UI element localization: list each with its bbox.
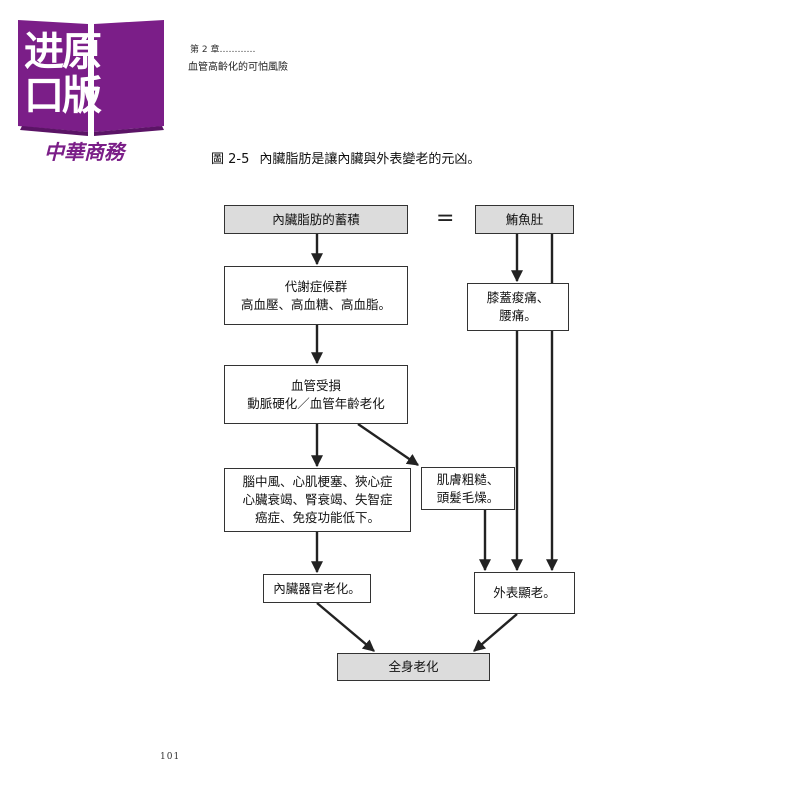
node-skin: 肌膚粗糙、 頭髮毛燥。: [421, 467, 515, 510]
node-text: 頭髮毛燥。: [436, 489, 500, 505]
node-whole-body: 全身老化: [337, 653, 490, 681]
node-text: 內臟脂肪的蓄積: [272, 211, 360, 227]
publisher-logo: 进原 口版: [16, 14, 166, 142]
node-knee: 膝蓋痠痛、 腰痛。: [467, 283, 569, 331]
node-text: 外表顯老。: [493, 585, 556, 600]
arrow-organ-to-whole: [316, 602, 375, 652]
arrow-vascular-to-skin: [357, 423, 419, 466]
figure-number: 圖 2-5: [211, 152, 250, 167]
node-text: 心臟衰竭、腎衰竭、失智症: [242, 492, 393, 507]
page-number: 101: [160, 752, 181, 762]
equals-sign: =: [436, 206, 455, 231]
node-text: 高血壓、高血糖、高血脂。: [240, 296, 391, 312]
node-visceral-fat: 內臟脂肪的蓄積: [224, 205, 408, 234]
node-text: 內臟器官老化。: [273, 580, 361, 596]
logo-subtitle: 中華商務: [44, 140, 124, 164]
open-book-icon: [18, 20, 164, 136]
node-text: 腦中風、心肌梗塞、狹心症: [242, 474, 393, 489]
node-belly: 鮪魚肚: [475, 205, 574, 234]
node-appearance: 外表顯老。: [474, 572, 575, 614]
node-text: 腰痛。: [499, 308, 537, 323]
logo-text-bottom: 口版: [24, 72, 102, 119]
figure-caption-text: 內臟脂肪是讓內臟與外表變老的元凶。: [259, 152, 481, 167]
figure-caption: 圖 2-5 內臟脂肪是讓內臟與外表變老的元凶。: [211, 148, 480, 167]
node-diseases: 腦中風、心肌梗塞、狹心症 心臟衰竭、腎衰竭、失智症 癌症、免疫功能低下。: [224, 468, 411, 532]
node-text: 動脈硬化／血管年齡老化: [247, 395, 385, 411]
node-text: 鮪魚肚: [505, 211, 544, 227]
node-text: 肌膚粗糙、: [436, 471, 500, 487]
node-metabolic: 代謝症候群 高血壓、高血糖、高血脂。: [224, 266, 408, 325]
arrow-appearance-to-whole: [473, 613, 518, 652]
node-organ-aging: 內臟器官老化。: [263, 574, 371, 603]
node-text: 全身老化: [388, 659, 439, 674]
node-text: 癌症、免疫功能低下。: [254, 510, 380, 525]
node-vascular: 血管受損 動脈硬化／血管年齡老化: [224, 365, 408, 424]
node-text: 膝蓋痠痛、: [486, 290, 550, 305]
node-text: 血管受損: [290, 377, 341, 393]
logo-text-top: 进原: [24, 28, 102, 75]
chapter-label: 第 2 章…………: [190, 45, 256, 55]
chapter-title: 血管高齡化的可怕風險: [188, 62, 288, 73]
node-text: 代謝症候群: [284, 278, 348, 294]
